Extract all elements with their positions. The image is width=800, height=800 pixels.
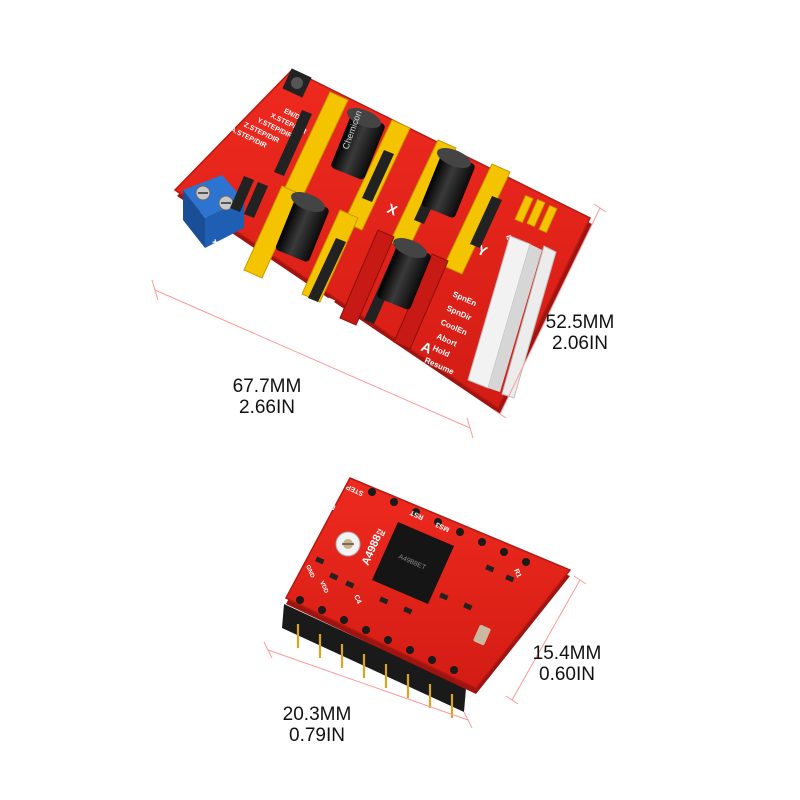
a4988-chip: A4988ET xyxy=(372,522,454,604)
cnc-shield-board: EN/DIR X.STEP/DIR Y.STEP/DIR Z.STEP/DIR … xyxy=(173,68,592,414)
cnc-height-mm: 52.5MM xyxy=(545,312,615,333)
a4988-width-in: 0.79IN xyxy=(289,725,345,746)
cnc-width-mm: 67.7MM xyxy=(232,376,302,397)
label-plus: + xyxy=(212,237,218,249)
a4988-width-caption: 20.3MM 0.79IN xyxy=(262,704,372,746)
label-r1: R1 xyxy=(512,568,522,579)
screw-terminal xyxy=(183,175,244,248)
label-r2: R2 xyxy=(376,526,387,536)
label-dir: DIR xyxy=(323,499,337,510)
label-minus: - xyxy=(190,231,194,243)
white-header xyxy=(467,235,557,399)
a4988-height-caption: 15.4MM 0.60IN xyxy=(512,643,622,685)
label-vdd: VDD xyxy=(318,580,329,595)
a4988-height-mm: 15.4MM xyxy=(532,643,602,664)
label-gnd: GND xyxy=(304,564,315,579)
potentiometer xyxy=(335,531,361,557)
a4988-dimension-lines xyxy=(263,575,587,729)
cnc-dimension-lines xyxy=(151,203,607,439)
a4988-driver-board: A4988ET xyxy=(282,477,572,718)
cnc-height-caption: 52.5MM 2.06IN xyxy=(525,312,635,354)
a4988-height-in: 0.60IN xyxy=(539,664,595,685)
cnc-width-in: 2.66IN xyxy=(239,397,295,418)
red-headers xyxy=(339,229,449,350)
a4988-width-mm: 20.3MM xyxy=(282,704,352,725)
capacitor xyxy=(422,147,475,218)
cnc-width-caption: 67.7MM 2.66IN xyxy=(212,376,322,418)
cnc-height-in: 2.06IN xyxy=(552,333,608,354)
label-axis-z: Z xyxy=(323,294,338,312)
label-cnc-shield: CNC SHIELD xyxy=(247,291,307,326)
capacitor xyxy=(377,237,431,310)
label-c4: C4 xyxy=(352,594,362,605)
capacitor xyxy=(276,191,329,262)
label-voltage: 12~36V xyxy=(178,247,208,267)
